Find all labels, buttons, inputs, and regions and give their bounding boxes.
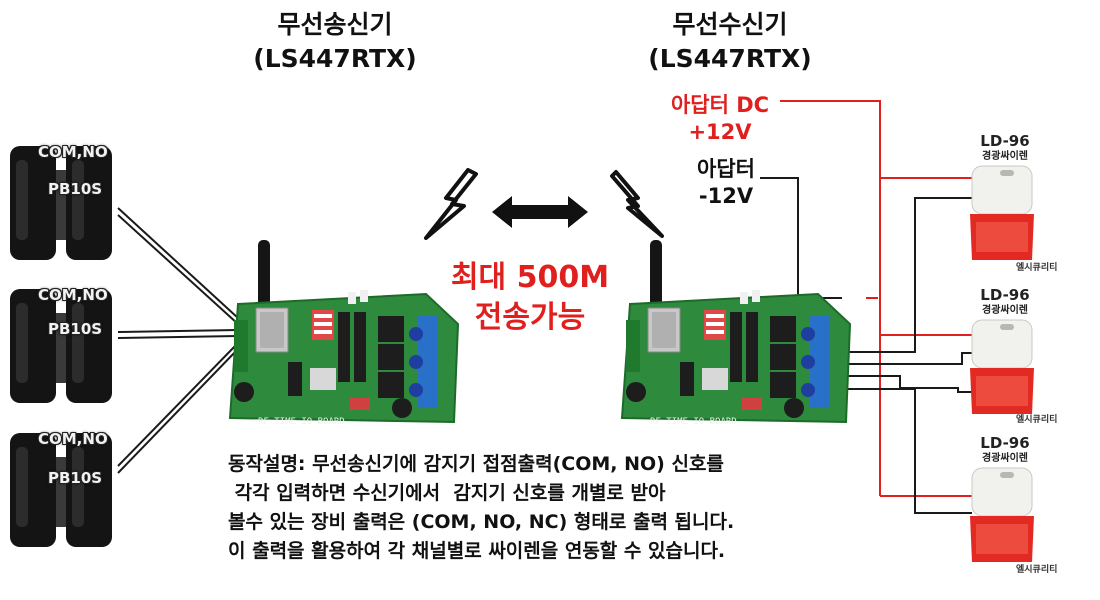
range-line-1: 최대 500M [450, 260, 610, 295]
antenna-icon [258, 240, 270, 308]
receiver-title: 무선수신기 (LS447RTX) [600, 8, 860, 76]
adapter-minus-name: 아답터 [697, 157, 755, 181]
receiver-board: RF TIME IO BOARD [620, 240, 852, 427]
siren-brand-label: 엘시큐리티 [1016, 565, 1058, 575]
adapter-plus-name: 아답터 DC [670, 93, 770, 117]
lightning-icon [424, 168, 478, 240]
adapter-minus-label: 아답터 -12V [676, 156, 776, 210]
siren-model-label: LD-96 [980, 132, 1030, 150]
double-arrow-icon [492, 196, 588, 228]
adapter-plus-label: 아답터 DC +12V [658, 92, 782, 146]
transmitter-board-silkscreen: RF TIME IO BOARD [258, 417, 345, 427]
range-label: 최대 500M 전송가능 [440, 258, 620, 338]
operation-description: 동작설명: 무선송신기에 감지기 접점출력(COM, NO) 신호를 각각 입력… [228, 450, 868, 566]
description-line: 동작설명: 무선송신기에 감지기 접점출력(COM, NO) 신호를 [228, 453, 724, 475]
siren-icon [970, 165, 1034, 260]
siren-model-label: LD-96 [980, 286, 1030, 304]
transmitter-title: 무선송신기 (LS447RTX) [205, 8, 465, 76]
siren-name-label: 경광싸이렌 [982, 305, 1028, 316]
beam-sensor-icon [10, 289, 112, 403]
siren-unit: LD-96 경광싸이렌 엘시큐리티 [930, 130, 1080, 276]
transmitter-title-text: 무선송신기 [277, 10, 393, 39]
siren-icon [970, 319, 1034, 414]
receiver-board-silkscreen: RF TIME IO BOARD [650, 417, 737, 427]
receiver-model-text: (LS447RTX) [648, 44, 812, 73]
lightning-icon [610, 170, 664, 238]
sensor-unit: COM,NO PB10S [4, 427, 120, 552]
antenna-icon [650, 240, 662, 308]
adapter-minus-voltage: -12V [698, 184, 754, 208]
siren-name-label: 경광싸이렌 [982, 453, 1028, 464]
sensor-model-label: PB10S [48, 469, 103, 487]
beam-sensor-icon [10, 433, 112, 547]
siren-name-label: 경광싸이렌 [982, 151, 1028, 162]
siren-unit: LD-96 경광싸이렌 엘시큐리티 [930, 432, 1080, 578]
beam-sensor-icon [10, 146, 112, 260]
siren-model-label: LD-96 [980, 434, 1030, 452]
sensor-model-label: PB10S [48, 320, 103, 338]
siren-brand-label: 엘시큐리티 [1016, 263, 1058, 273]
siren-icon [970, 467, 1034, 562]
sensor-cables [117, 207, 239, 474]
siren-unit: LD-96 경광싸이렌 엘시큐리티 [930, 284, 1080, 430]
description-line: 각각 입력하면 수신기에서 감지기 신호를 개별로 받아 [228, 482, 666, 504]
sensor-unit: COM,NO PB10S [4, 283, 120, 408]
sensor-terminal-label: COM,NO [38, 430, 108, 448]
sensor-terminal-label: COM,NO [38, 286, 108, 304]
receiver-title-text: 무선수신기 [672, 10, 788, 39]
description-line: 이 출력을 활용하여 각 채널별로 싸이렌을 연동할 수 있습니다. [228, 540, 726, 562]
description-line: 볼수 있는 장비 출력은 (COM, NO, NC) 형태로 출력 됩니다. [228, 511, 735, 533]
siren-brand-label: 엘시큐리티 [1016, 415, 1058, 425]
receiver-output-wires [842, 197, 972, 514]
range-line-2: 전송가능 [474, 300, 586, 335]
adapter-plus-voltage: +12V [688, 120, 752, 144]
sensor-terminal-label: COM,NO [38, 143, 108, 161]
transmitter-model-text: (LS447RTX) [253, 44, 417, 73]
sensor-unit: COM,NO PB10S [4, 140, 120, 265]
transmitter-board: RF TIME IO BOARD [228, 240, 460, 427]
sensor-model-label: PB10S [48, 180, 103, 198]
